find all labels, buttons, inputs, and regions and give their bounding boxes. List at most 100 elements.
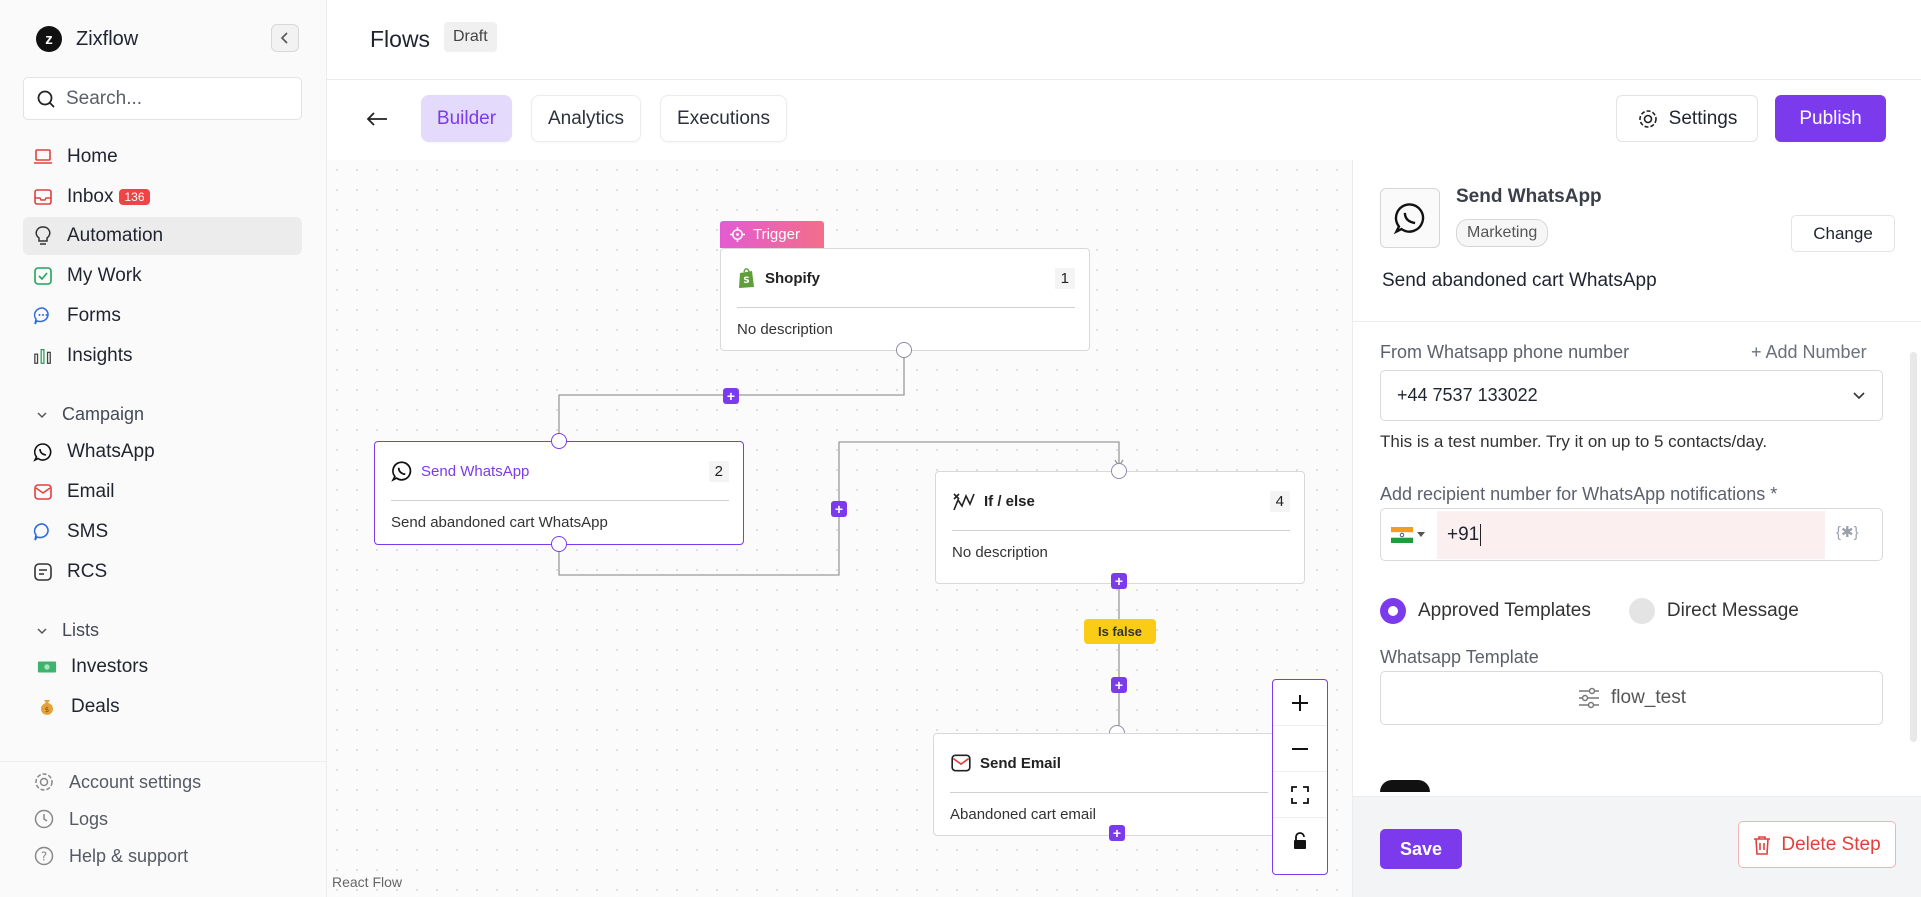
sidebar-item-inbox[interactable]: Inbox 136 bbox=[23, 178, 302, 216]
mail-icon bbox=[951, 754, 971, 772]
recipient-label: Add recipient number for WhatsApp notifi… bbox=[1380, 484, 1778, 504]
panel-divider bbox=[1353, 321, 1921, 322]
lists-section-toggle[interactable]: Lists bbox=[36, 620, 99, 641]
node-header: Send WhatsApp 2 bbox=[391, 458, 729, 484]
radio-direct-message[interactable] bbox=[1628, 598, 1655, 624]
country-code-select[interactable] bbox=[1387, 517, 1433, 553]
add-number-link[interactable]: + Add Number bbox=[1751, 342, 1867, 362]
chevron-down-icon bbox=[37, 627, 47, 634]
tab-builder[interactable]: Builder bbox=[421, 95, 512, 142]
lists-section-label: Lists bbox=[62, 620, 100, 640]
panel-footer: Save Delete Step bbox=[1353, 796, 1921, 897]
radio-label: Approved Templates bbox=[1418, 600, 1591, 621]
help-support-link[interactable]: ? Help & support bbox=[33, 845, 188, 867]
sidebar-item-forms[interactable]: Forms bbox=[23, 297, 302, 335]
sidebar-item-my-work[interactable]: My Work bbox=[23, 257, 302, 295]
template-select[interactable]: flow_test bbox=[1380, 671, 1883, 725]
settings-button[interactable]: Settings bbox=[1616, 95, 1758, 142]
node-handle[interactable] bbox=[551, 536, 567, 552]
from-number-select[interactable]: +44 7537 133022 bbox=[1380, 370, 1883, 421]
search-box[interactable] bbox=[23, 77, 302, 120]
money-icon bbox=[37, 657, 57, 677]
inbox-icon bbox=[33, 187, 53, 207]
node-handle[interactable] bbox=[551, 433, 567, 449]
add-step-button[interactable]: + bbox=[1111, 677, 1127, 693]
step-settings-panel: Send WhatsApp Marketing Change Send aban… bbox=[1352, 160, 1921, 897]
flow-node-send-email[interactable]: Send Email Abandoned cart email bbox=[933, 733, 1283, 836]
node-number bbox=[1256, 761, 1268, 765]
panel-scrollbar[interactable] bbox=[1910, 352, 1917, 742]
sidebar-item-sms[interactable]: SMS bbox=[23, 513, 302, 551]
whatsapp-icon bbox=[33, 442, 53, 462]
node-title: If / else bbox=[984, 492, 1035, 510]
brand-name: Zixflow bbox=[76, 27, 139, 50]
account-settings-link[interactable]: Account settings bbox=[33, 771, 201, 793]
sidebar-item-deals[interactable]: $ Deals bbox=[23, 688, 302, 726]
fit-view-button[interactable] bbox=[1273, 772, 1326, 818]
flow-node-send-whatsapp[interactable]: Send WhatsApp 2 Send abandoned cart What… bbox=[374, 441, 744, 545]
collapse-sidebar-button[interactable] bbox=[271, 24, 299, 52]
sliders-icon bbox=[1579, 687, 1599, 709]
chevron-down-icon bbox=[37, 411, 47, 418]
insert-variable-button[interactable]: {✱} bbox=[1836, 524, 1859, 541]
react-flow-attribution[interactable]: React Flow bbox=[332, 874, 403, 890]
gear-icon bbox=[1638, 109, 1657, 128]
sidebar-item-label: Investors bbox=[71, 656, 149, 677]
node-handle[interactable] bbox=[1111, 463, 1127, 479]
step-icon-box bbox=[1380, 188, 1440, 248]
back-button[interactable] bbox=[362, 104, 392, 134]
template-value: flow_test bbox=[1611, 687, 1686, 708]
target-icon bbox=[730, 227, 745, 242]
sidebar-item-home[interactable]: Home bbox=[23, 138, 302, 176]
search-input[interactable] bbox=[66, 87, 286, 110]
lock-canvas-button[interactable] bbox=[1273, 818, 1326, 864]
publish-button[interactable]: Publish bbox=[1775, 95, 1886, 142]
wait-toggle[interactable] bbox=[1380, 780, 1430, 792]
change-step-button[interactable]: Change bbox=[1791, 215, 1895, 252]
settings-button-label: Settings bbox=[1668, 107, 1738, 129]
radio-label: Direct Message bbox=[1666, 600, 1799, 621]
sidebar-item-label: Inbox bbox=[67, 186, 114, 207]
footer-item-label: Logs bbox=[69, 808, 109, 829]
tab-executions[interactable]: Executions bbox=[660, 95, 787, 142]
sidebar: z Zixflow Home Inbox 136 Automation My W… bbox=[0, 0, 327, 897]
sidebar-item-insights[interactable]: Insights bbox=[23, 337, 302, 375]
brand[interactable]: z Zixflow bbox=[36, 26, 138, 52]
status-badge: Draft bbox=[444, 22, 497, 52]
sidebar-item-label: My Work bbox=[67, 265, 142, 286]
node-title: Send WhatsApp bbox=[421, 462, 530, 480]
save-button[interactable]: Save bbox=[1380, 829, 1462, 869]
sidebar-item-email[interactable]: Email bbox=[23, 473, 302, 511]
flow-node-if-else[interactable]: If / else 4 No description bbox=[935, 471, 1305, 584]
zoom-out-button[interactable] bbox=[1273, 726, 1326, 772]
campaign-section-toggle[interactable]: Campaign bbox=[36, 404, 144, 425]
sidebar-item-investors[interactable]: Investors bbox=[23, 648, 302, 686]
recipient-phone-input[interactable]: +91 bbox=[1437, 511, 1825, 559]
zoom-in-button[interactable] bbox=[1273, 680, 1326, 726]
node-description: No description bbox=[952, 544, 1048, 561]
lock-icon bbox=[1293, 832, 1306, 849]
trigger-label: Trigger bbox=[753, 226, 800, 243]
sidebar-item-whatsapp[interactable]: WhatsApp bbox=[23, 433, 302, 471]
node-divider bbox=[950, 792, 1268, 793]
india-flag-icon bbox=[1391, 527, 1413, 543]
sidebar-item-label: Automation bbox=[67, 225, 164, 246]
laptop-icon bbox=[33, 147, 53, 167]
add-step-button[interactable]: + bbox=[831, 501, 847, 517]
tab-analytics[interactable]: Analytics bbox=[531, 95, 641, 142]
sidebar-item-rcs[interactable]: RCS bbox=[23, 553, 302, 591]
flow-canvas[interactable]: Trigger S Shopify 1 No description + Sen… bbox=[327, 160, 1352, 897]
chevron-left-icon bbox=[280, 32, 288, 44]
add-step-button[interactable]: + bbox=[1111, 573, 1127, 589]
add-step-button[interactable]: + bbox=[1109, 825, 1125, 841]
sidebar-item-automation[interactable]: Automation bbox=[23, 217, 302, 255]
add-step-button[interactable]: + bbox=[723, 388, 739, 404]
message-type-radio-group: Approved Templates Direct Message bbox=[1380, 598, 1799, 624]
delete-step-button[interactable]: Delete Step bbox=[1738, 821, 1896, 868]
step-name[interactable]: Send abandoned cart WhatsApp bbox=[1382, 270, 1657, 291]
node-handle[interactable] bbox=[896, 342, 912, 358]
sidebar-item-label: Home bbox=[67, 146, 118, 167]
flow-node-shopify[interactable]: S Shopify 1 No description bbox=[720, 248, 1090, 351]
radio-approved-templates[interactable] bbox=[1380, 598, 1406, 624]
logs-link[interactable]: Logs bbox=[33, 808, 108, 830]
